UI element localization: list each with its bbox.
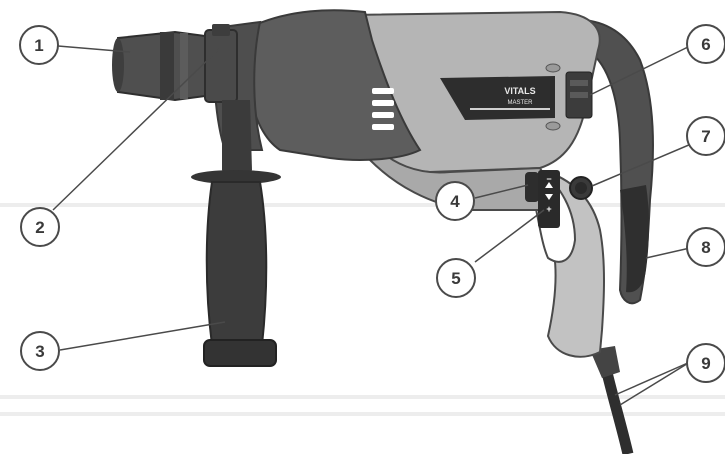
leader-lines [52, 45, 711, 406]
keyless-chuck [112, 30, 206, 102]
motor-housing [248, 9, 422, 161]
callout-2-label: 2 [35, 218, 44, 237]
background-stripes [0, 203, 725, 416]
brand-logo-text: VITALS [504, 86, 535, 96]
callout-9: 9 [686, 343, 725, 383]
callout-2: 2 [20, 207, 60, 247]
callout-8-label: 8 [701, 238, 710, 257]
speed-control: − + [525, 170, 560, 228]
callout-9-label: 9 [701, 354, 710, 373]
callout-3: 3 [20, 331, 60, 371]
speed-minus-mark: − [546, 174, 551, 184]
callout-5: 5 [436, 258, 476, 298]
callout-1: 1 [19, 25, 59, 65]
handle-rubber-insert [620, 185, 649, 293]
auxiliary-handle [191, 170, 281, 367]
aux-handle-clamp [222, 100, 252, 185]
callout-4: 4 [435, 181, 475, 221]
callout-8: 8 [686, 227, 725, 267]
lock-button [569, 176, 593, 200]
callout-5-label: 5 [451, 269, 460, 288]
mode-switch [565, 71, 593, 119]
callout-6-label: 6 [701, 35, 710, 54]
brand-plate: VITALS MASTER [440, 76, 555, 120]
housing-screws [545, 63, 561, 131]
callout-7: 7 [686, 116, 725, 156]
motor-vents [372, 88, 394, 130]
callout-1-label: 1 [34, 36, 43, 55]
callout-6: 6 [686, 24, 725, 64]
brand-line-text: MASTER [507, 100, 533, 106]
callout-4-label: 4 [450, 192, 460, 211]
callout-3-label: 3 [35, 342, 44, 361]
speed-plus-mark: + [546, 204, 551, 214]
callout-7-label: 7 [701, 127, 710, 146]
chuck-collar [204, 24, 238, 103]
